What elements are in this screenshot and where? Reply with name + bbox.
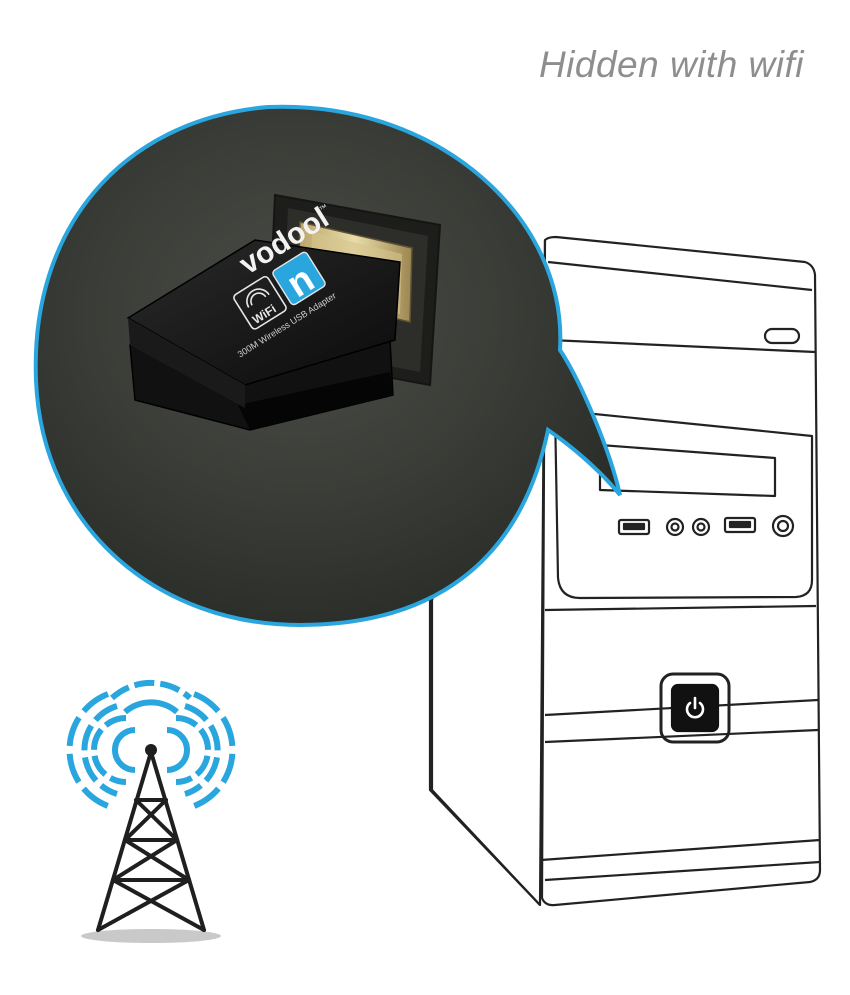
adapter-tm: ™ bbox=[318, 202, 330, 214]
wifi-usb-adapter bbox=[126, 239, 401, 431]
n-badge bbox=[272, 251, 326, 306]
wifi-signal-icon bbox=[246, 288, 270, 308]
pc-tower bbox=[428, 235, 822, 907]
power-icon bbox=[685, 696, 705, 719]
wifi-badge bbox=[233, 275, 287, 330]
caption: Hidden with wifi bbox=[538, 44, 804, 85]
radio-tower-icon bbox=[66, 679, 236, 943]
